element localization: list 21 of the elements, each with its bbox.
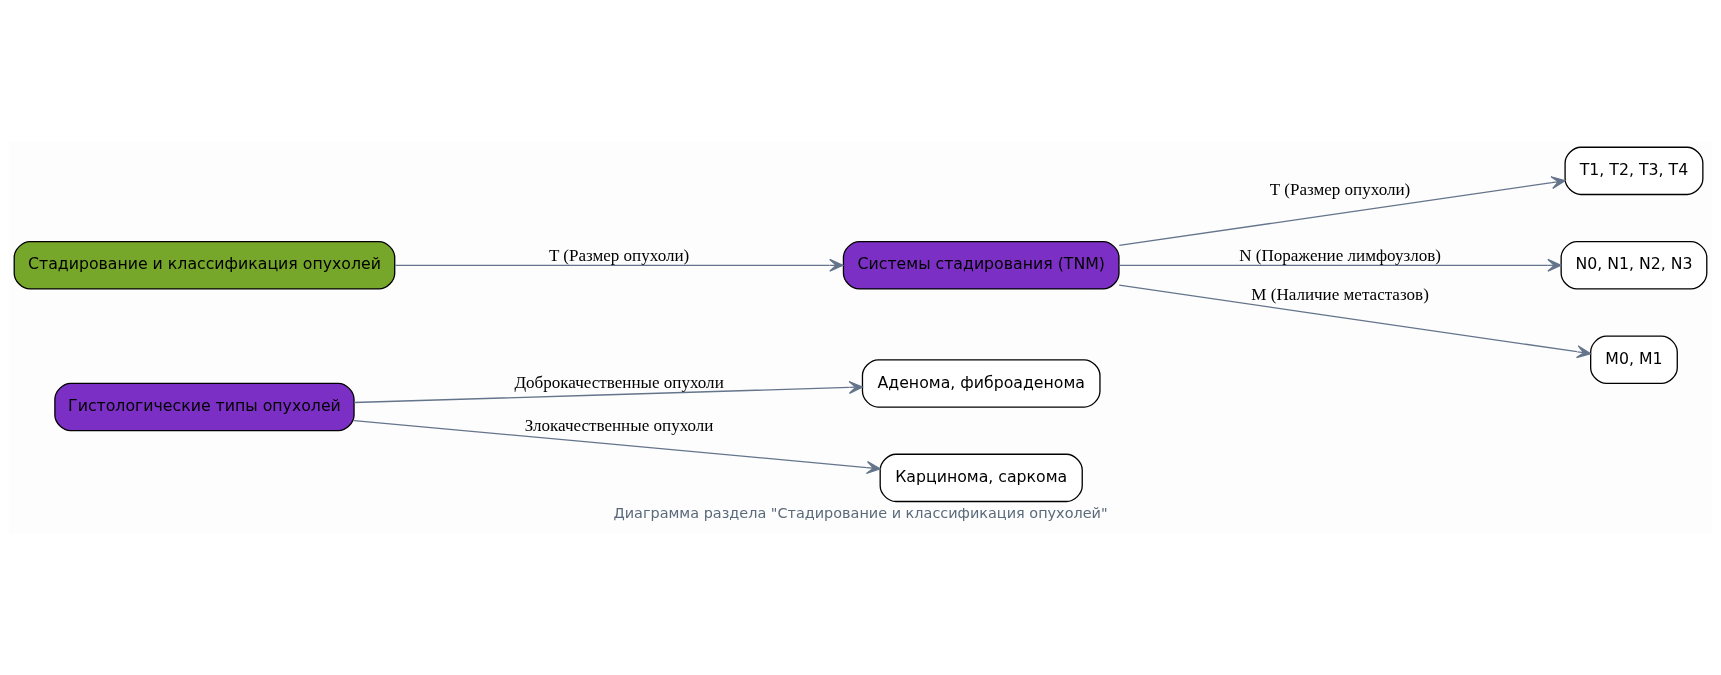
arrow bbox=[1118, 176, 1566, 247]
arrow bbox=[1118, 284, 1592, 359]
arrow bbox=[1118, 258, 1562, 272]
arrow bbox=[394, 258, 844, 272]
edge-label: M (Наличие метастазов) bbox=[1251, 284, 1429, 304]
arrow bbox=[353, 419, 881, 475]
node-box: Гистологические типы опухолей bbox=[54, 382, 355, 432]
arrow bbox=[353, 380, 864, 404]
diagram-title: Диаграмма раздела "Стадирование и классификация опухолей" bbox=[613, 505, 1108, 522]
edge-label: T (Размер опухоли) bbox=[1269, 180, 1411, 200]
node-box: Системы стадирования (TNM) bbox=[842, 241, 1120, 290]
node-box: T1, T2, T3, T4 bbox=[1564, 146, 1704, 196]
edge-label: Доброкачественные опухоли bbox=[514, 372, 724, 392]
edge-label: T (Размер опухоли) bbox=[548, 245, 690, 265]
node-box: Стадирование и классификация опухолей bbox=[13, 241, 396, 290]
node-box: M0, M1 bbox=[1590, 335, 1678, 385]
node-box: N0, N1, N2, N3 bbox=[1560, 241, 1708, 290]
edge-label: N (Поражение лимфоузлов) bbox=[1239, 245, 1441, 265]
edge-label: Злокачественные опухоли bbox=[524, 416, 714, 436]
node-box: Карцинома, саркома bbox=[879, 453, 1083, 503]
node-box: Аденома, фиброаденома bbox=[861, 359, 1101, 408]
